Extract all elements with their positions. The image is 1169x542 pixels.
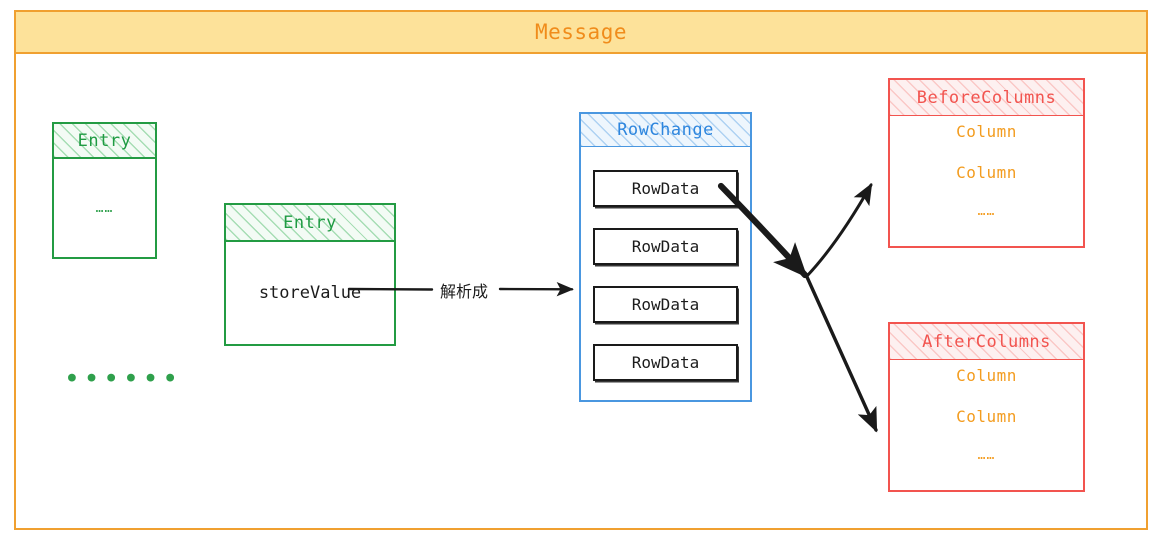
column-item: Column — [956, 407, 1017, 426]
entries-ellipsis: ● ● ● ● ● ● — [68, 370, 177, 385]
before-columns-title: BeforeColumns — [916, 87, 1057, 108]
after-columns-body: Column Column …… — [890, 360, 1083, 490]
before-columns-header: BeforeColumns — [890, 80, 1083, 116]
entry-box-2-header: Entry — [226, 205, 394, 242]
entry-box-1-body: …… — [54, 159, 155, 257]
after-columns-box: AfterColumns Column Column …… — [888, 322, 1085, 492]
after-columns-title: AfterColumns — [922, 331, 1051, 352]
rowdata-label: RowData — [631, 353, 700, 372]
column-item: Column — [956, 163, 1017, 182]
entry-box-1-title: Entry — [77, 130, 132, 151]
entry-box-1: Entry …… — [52, 122, 157, 259]
entry-box-2-body: storeValue — [226, 242, 394, 344]
rowdata-item[interactable]: RowData — [593, 170, 738, 207]
entry-box-1-field: …… — [95, 200, 114, 216]
after-columns-ellipsis: …… — [977, 448, 996, 463]
rowchange-header: RowChange — [581, 114, 750, 147]
entry-box-2: Entry storeValue — [224, 203, 396, 346]
entry-box-2-title: Entry — [283, 212, 337, 233]
transform-label: 解析成 — [440, 282, 489, 301]
before-columns-body: Column Column …… — [890, 116, 1083, 246]
rowdata-item[interactable]: RowData — [593, 286, 738, 323]
before-columns-ellipsis: …… — [977, 204, 996, 219]
column-item: Column — [956, 122, 1017, 141]
message-header: Message — [14, 10, 1148, 54]
rowdata-label: RowData — [631, 237, 700, 256]
rowdata-item[interactable]: RowData — [593, 344, 738, 381]
rowdata-label: RowData — [631, 295, 700, 314]
rowdata-label: RowData — [631, 179, 700, 198]
after-columns-header: AfterColumns — [890, 324, 1083, 360]
entry-box-2-field: storeValue — [258, 283, 362, 303]
message-title: Message — [534, 20, 627, 44]
before-columns-box: BeforeColumns Column Column …… — [888, 78, 1085, 248]
column-item: Column — [956, 366, 1017, 385]
entry-box-1-header: Entry — [54, 124, 155, 159]
rowdata-item[interactable]: RowData — [593, 228, 738, 265]
rowchange-title: RowChange — [617, 120, 714, 140]
